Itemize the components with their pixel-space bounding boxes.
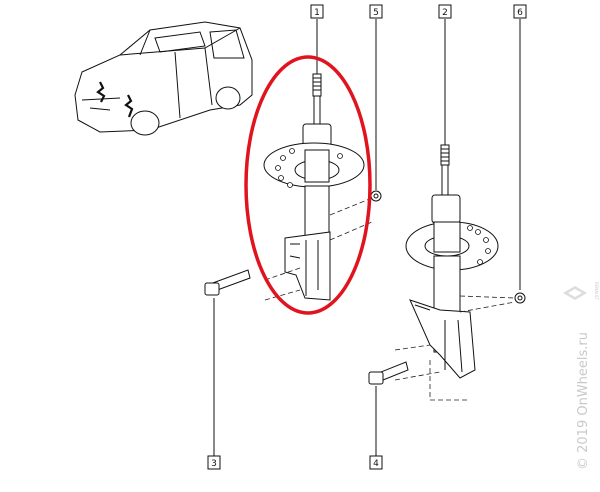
callout-5[interactable]: 5 <box>369 4 383 19</box>
shock-absorber-strut-1[interactable] <box>263 73 373 301</box>
callout-4[interactable]: 4 <box>369 455 383 470</box>
highlight-ellipse <box>244 55 372 315</box>
callout-3-label: 3 <box>211 459 217 469</box>
callout-6-label: 6 <box>517 8 523 18</box>
bolt-4[interactable] <box>368 361 409 385</box>
watermark: RENAULT © 2019 OnWheels.ru <box>563 282 599 470</box>
callout-1-label: 1 <box>314 8 320 18</box>
callout-2[interactable]: 2 <box>438 4 452 19</box>
shock-absorber-strut-2[interactable] <box>394 144 516 401</box>
callout-4-label: 4 <box>373 459 379 469</box>
watermark-brand: RENAULT <box>594 282 599 301</box>
callout-5-label: 5 <box>373 8 379 18</box>
vehicle-locator-illustration <box>74 21 253 136</box>
callout-3[interactable]: 3 <box>207 455 221 470</box>
nut-5[interactable] <box>370 190 382 202</box>
bolt-3[interactable] <box>204 269 251 296</box>
callout-2-label: 2 <box>442 8 448 18</box>
callout-6[interactable]: 6 <box>513 4 527 19</box>
renault-logo-icon <box>563 286 587 300</box>
leader-lines <box>213 19 521 456</box>
watermark-text: © 2019 OnWheels.ru <box>576 332 591 470</box>
callout-1[interactable]: 1 <box>310 4 324 19</box>
nut-6[interactable] <box>514 292 526 304</box>
